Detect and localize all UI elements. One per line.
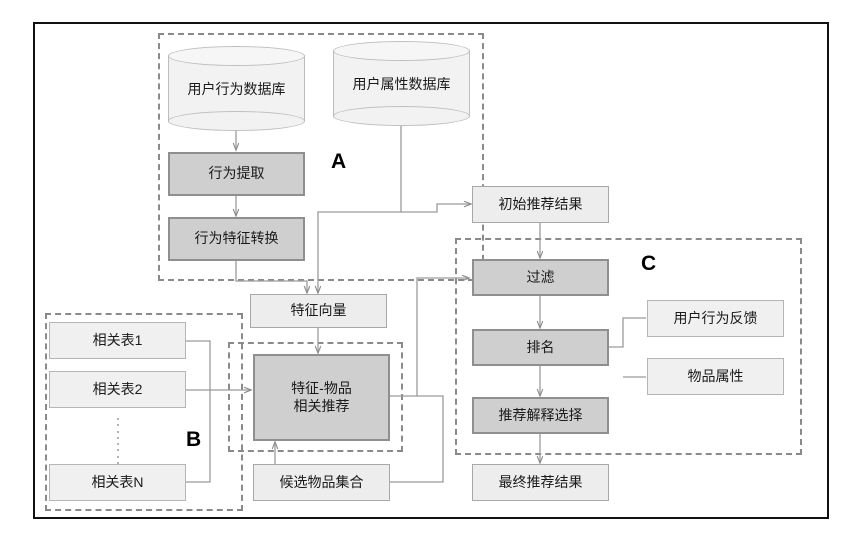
node-behavior-extract[interactable]: 行为提取	[168, 152, 305, 196]
node-related-table-2[interactable]: 相关表2	[49, 371, 186, 408]
group-c-label: C	[641, 252, 657, 275]
node-behavior-feature-transform[interactable]: 行为特征转换	[168, 217, 305, 261]
node-related-table-n[interactable]: 相关表N	[49, 464, 186, 501]
group-a-label: A	[331, 150, 347, 173]
node-related-table-1[interactable]: 相关表1	[49, 322, 186, 359]
node-user-behavior-feedback[interactable]: 用户行为反馈	[647, 300, 784, 337]
datastore-user-attribute-db: 用户属性数据库	[333, 41, 470, 126]
cylinder-top	[333, 41, 470, 61]
node-ranking[interactable]: 排名	[472, 329, 609, 366]
node-recommend-explanation-select[interactable]: 推荐解释选择	[472, 397, 609, 434]
ellipsis-vertical-icon	[116, 418, 119, 464]
cylinder-bottom	[333, 106, 470, 126]
cylinder-top	[168, 46, 305, 66]
node-filter[interactable]: 过滤	[472, 259, 609, 296]
datastore-label: 用户属性数据库	[352, 75, 451, 92]
datastore-label: 用户行为数据库	[187, 80, 286, 97]
node-final-recommend-result[interactable]: 最终推荐结果	[472, 464, 609, 501]
node-feature-vector[interactable]: 特征向量	[250, 294, 387, 328]
node-feature-item-recommend[interactable]: 特征-物品 相关推荐	[253, 354, 390, 441]
cylinder-bottom	[168, 111, 305, 131]
node-initial-recommend-result[interactable]: 初始推荐结果	[472, 186, 609, 223]
node-line-1: 特征-物品	[291, 380, 352, 396]
node-line-2: 相关推荐	[293, 397, 350, 414]
datastore-user-behavior-db: 用户行为数据库	[168, 46, 305, 131]
group-b-boundary	[45, 313, 243, 511]
group-b-label: B	[186, 428, 202, 451]
node-item-attribute[interactable]: 物品属性	[647, 358, 784, 395]
node-candidate-item-set[interactable]: 候选物品集合	[253, 464, 390, 501]
